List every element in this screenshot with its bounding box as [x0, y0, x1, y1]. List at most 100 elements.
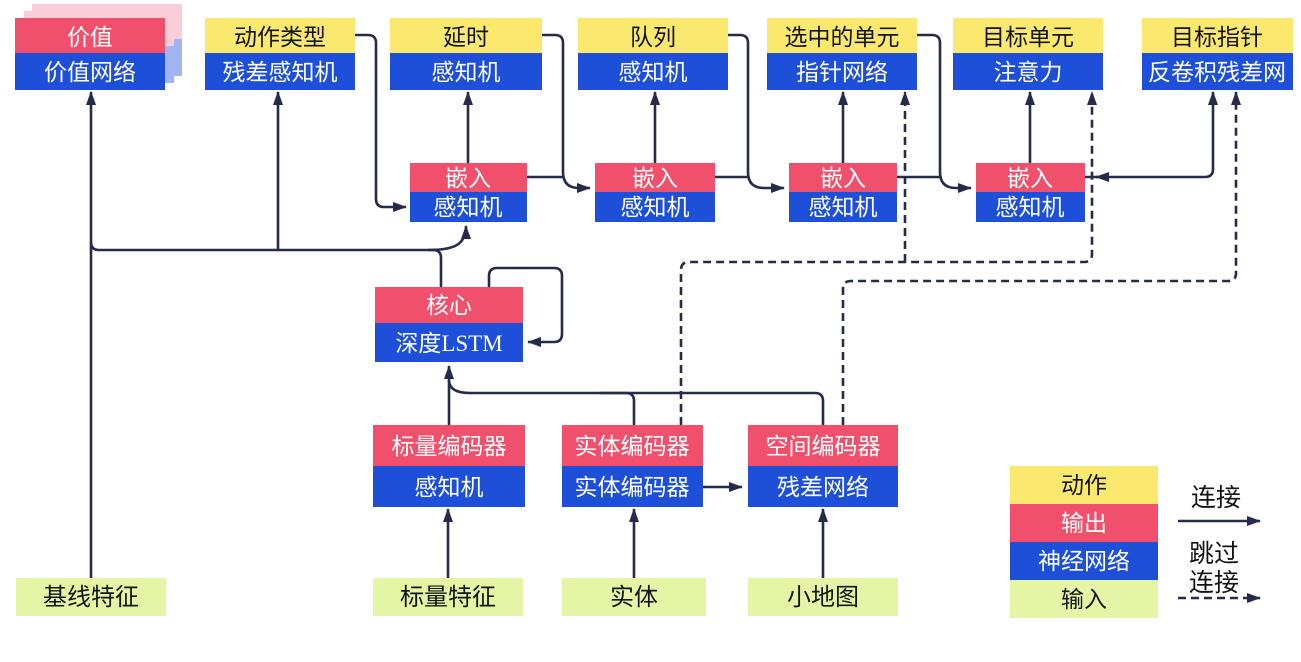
edge-selectedunits-to-embed4 [917, 33, 972, 193]
entities-box [562, 578, 706, 616]
embed1-label: 嵌入 [445, 166, 491, 191]
action-type-action-band [205, 18, 355, 53]
node-spatial-encoder: 空间编码器 残差网络 [748, 425, 898, 507]
embed3-label: 嵌入 [820, 166, 866, 191]
node-scalar-features: 标量特征 [373, 578, 523, 616]
selected-units-network-band [767, 53, 917, 90]
target-point-network-label: 反卷积残差网 [1148, 60, 1286, 85]
selected-units-action-band [767, 18, 917, 53]
legend-skip-label-line1: 跳过 [1189, 540, 1239, 568]
edge-core-output-bus [89, 241, 443, 287]
spatial-encoder-output-band [748, 425, 898, 466]
minimap-box [748, 578, 898, 616]
node-value: 价值 价值网络 [15, 4, 182, 90]
legend-skip-label-line2: 连接 [1189, 569, 1239, 597]
core-network-label: 深度LSTM [395, 331, 502, 356]
node-queue: 队列 感知机 [578, 18, 728, 90]
edge-spatial-merge-bus [447, 379, 825, 425]
node-action-type: 动作类型 残差感知机 [205, 18, 355, 90]
queue-network-label: 感知机 [619, 60, 688, 85]
node-embed4: 嵌入 感知机 [976, 163, 1085, 222]
scalar-encoder-label: 标量编码器 [392, 434, 507, 459]
node-entities: 实体 [562, 578, 706, 616]
legend-input-swatch [1010, 580, 1158, 618]
action-type-label: 动作类型 [234, 25, 326, 50]
value-output-band [15, 18, 165, 53]
value-label: 价值 [67, 25, 113, 50]
edge-core-to-embed1 [427, 225, 471, 252]
edge-core-self-loop [487, 266, 564, 347]
entity-encoder-label: 实体编码器 [575, 434, 690, 459]
embed1-network-band [410, 192, 527, 222]
legend-input-label: 输入 [1061, 587, 1107, 612]
scalar-features-label: 标量特征 [400, 584, 496, 611]
target-unit-action-band [953, 18, 1103, 53]
delay-network-band [390, 53, 542, 90]
target-point-network-band [1142, 53, 1293, 90]
delay-network-label: 感知机 [432, 60, 501, 85]
queue-label: 队列 [630, 25, 676, 50]
selected-units-label: 选中的单元 [785, 25, 900, 50]
edge-delay-to-embed2 [542, 33, 591, 193]
node-embed3: 嵌入 感知机 [789, 163, 897, 222]
minimap-label: 小地图 [787, 584, 859, 611]
node-embed2: 嵌入 感知机 [595, 163, 715, 222]
core-output-band [375, 287, 523, 323]
embed2-label: 嵌入 [632, 166, 678, 191]
embed3-network-band [789, 192, 897, 222]
spatial-encoder-network-band [748, 466, 898, 507]
core-network-band [375, 323, 523, 362]
entities-label: 实体 [610, 584, 658, 611]
spatial-encoder-network-label: 残差网络 [777, 475, 869, 500]
node-embed1: 嵌入 感知机 [410, 163, 527, 222]
node-minimap: 小地图 [748, 578, 898, 616]
selected-units-network-label: 指针网络 [796, 60, 888, 85]
legend-network-label: 神经网络 [1038, 549, 1130, 574]
core-label: 核心 [426, 293, 472, 318]
legend-output-label: 输出 [1061, 511, 1107, 536]
target-point-label: 目标指针 [1171, 25, 1263, 50]
embed1-network-label: 感知机 [434, 195, 503, 220]
edge-queue-to-embed3 [728, 33, 785, 193]
delay-action-band [390, 18, 542, 53]
node-delay: 延时 感知机 [390, 18, 542, 90]
spatial-encoder-label: 空间编码器 [766, 434, 881, 459]
node-core: 核心 深度LSTM [375, 287, 523, 362]
target-unit-network-band [953, 53, 1103, 90]
legend-action-label: 动作 [1061, 473, 1107, 498]
embed4-network-label: 感知机 [996, 195, 1065, 220]
scalar-features-box [373, 578, 523, 616]
legend-output-swatch [1010, 504, 1158, 542]
target-unit-label: 目标单元 [982, 25, 1074, 50]
baseline-features-label: 基线特征 [43, 584, 139, 611]
scalar-encoder-network-band [373, 466, 525, 507]
node-target-point: 目标指针 反卷积残差网 [1142, 18, 1293, 90]
embed4-network-band [976, 192, 1085, 222]
embed4-label: 嵌入 [1007, 166, 1053, 191]
queue-action-band [578, 18, 728, 53]
legend-connection-label: 连接 [1191, 484, 1241, 512]
action-type-network-label: 残差感知机 [223, 60, 338, 85]
node-entity-encoder: 实体编码器 实体编码器 [562, 425, 703, 507]
skip-spatial-to-deconv [841, 91, 1241, 425]
node-scalar-encoder: 标量编码器 感知机 [373, 425, 525, 507]
entity-encoder-network-band [562, 466, 703, 507]
legend-network-swatch [1010, 542, 1158, 580]
skip-entity-to-attention [679, 91, 1097, 425]
target-unit-network-label: 注意力 [994, 60, 1063, 85]
solid-edges [86, 33, 1218, 578]
delay-label: 延时 [443, 25, 489, 50]
embed2-network-band [595, 192, 715, 222]
legend-action-swatch [1010, 466, 1158, 504]
queue-network-band [578, 53, 728, 90]
entity-encoder-output-band [562, 425, 703, 466]
baseline-features-box [16, 578, 166, 616]
embed3-network-label: 感知机 [809, 195, 878, 220]
embed2-network-label: 感知机 [621, 195, 690, 220]
scalar-encoder-output-band [373, 425, 525, 466]
node-baseline-features: 基线特征 [16, 578, 166, 616]
edge-embed4-to-deconv [1085, 91, 1218, 179]
value-network-label: 价值网络 [44, 60, 136, 85]
value-network-band [15, 53, 165, 90]
